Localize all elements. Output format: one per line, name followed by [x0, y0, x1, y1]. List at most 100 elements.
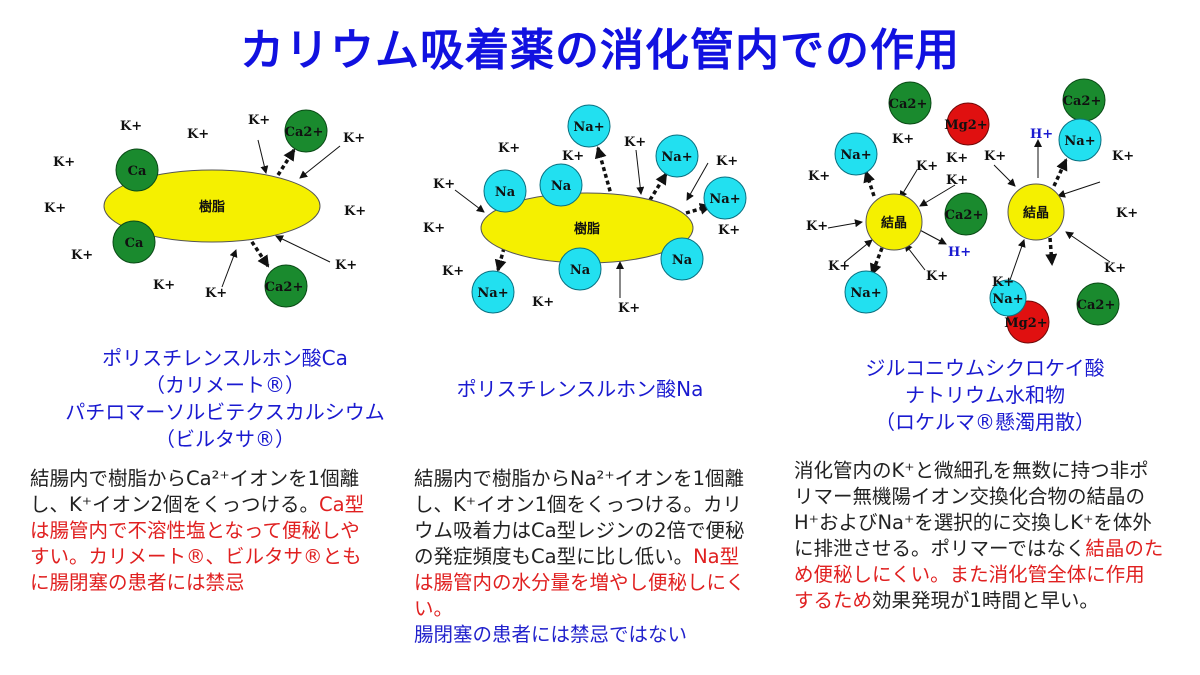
ion-label: K+ — [343, 131, 365, 146]
ion-label: K+ — [806, 219, 828, 234]
na-bound-circle — [660, 237, 704, 281]
ion-label: K+ — [926, 269, 948, 284]
crystal-label: 結晶 — [881, 215, 907, 231]
ca2-released-circle — [284, 109, 328, 153]
reaction-arrow — [246, 235, 270, 268]
ion-label: K+ — [532, 295, 554, 310]
ion-label: K+ — [1116, 206, 1138, 221]
na-bound-label: Na — [672, 253, 693, 268]
ion-label: K+ — [946, 151, 968, 166]
na-bound-circle — [558, 247, 602, 291]
na-released-label: Na+ — [573, 120, 604, 135]
reaction-arrow — [919, 184, 956, 207]
ion-label: K+ — [718, 223, 740, 238]
drug-name-ca: ポリスチレンスルホン酸Ca （カリメート®） パチロマーソルビテクスカルシウム … — [65, 346, 385, 451]
panel-ca-resin-diagram: 樹脂 Ca Ca Ca2+ Ca2+ K+ K+ K+ K+ K+ K+ K+ … — [44, 109, 366, 308]
reaction-arrow — [904, 243, 926, 271]
reaction-arrow — [686, 162, 709, 201]
ion-label: K+ — [248, 113, 270, 128]
reaction-arrow — [275, 235, 331, 263]
reaction-arrow — [1057, 181, 1101, 198]
ca2-released-circle — [264, 264, 308, 308]
resin-label: 樹脂 — [199, 199, 225, 215]
panel-crystal-diagram: 結晶 結晶 Ca2+ Ca2+ Ca2+ Ca2+ Mg2+ Mg2+ Na+ … — [806, 78, 1138, 344]
na-released-circle — [567, 104, 611, 148]
reaction-arrow — [257, 139, 269, 174]
ion-label: K+ — [71, 248, 93, 263]
reaction-arrow — [1045, 237, 1058, 266]
page-title: カリウム吸着薬の消化管内での作用 — [240, 25, 960, 76]
k-ion-labels: K+ K+ K+ K+ K+ K+ K+ K+ K+ K+ K+ K+ K+ — [806, 132, 1138, 290]
ion-label: K+ — [187, 127, 209, 142]
ion-label: K+ — [808, 169, 830, 184]
reaction-arrow — [648, 172, 668, 201]
reaction-arrow — [221, 249, 238, 288]
na-circle — [834, 132, 878, 176]
drug-name-na: ポリスチレンスルホン酸Na — [456, 377, 704, 401]
reaction-arrow — [276, 148, 296, 176]
ion-label: K+ — [984, 149, 1006, 164]
ion-label: Na+ — [850, 286, 881, 301]
ion-label: Ca2+ — [945, 208, 984, 223]
ion-label: Ca2+ — [1077, 298, 1116, 313]
mg2-circle — [946, 102, 990, 146]
reaction-arrow — [844, 239, 873, 263]
ion-label: K+ — [433, 177, 455, 192]
na-released-label: Na+ — [477, 286, 508, 301]
reaction-arrow — [1009, 239, 1026, 281]
ca2-released-label: Ca2+ — [285, 125, 324, 140]
drug-name-zs: ジルコニウムシクロケイ酸 ナトリウム水和物 （ロケルマ®懸濁用散） — [865, 356, 1105, 434]
reaction-arrow — [827, 219, 863, 229]
na-bound-label: Na — [551, 179, 572, 194]
description-ca: 結腸内で樹脂からCa²⁺イオンを1個離し、K⁺イオン2個をくっつける。Ca型は腸… — [30, 467, 365, 594]
ion-label: K+ — [335, 258, 357, 273]
ion-label: K+ — [53, 155, 75, 170]
ion-label: K+ — [205, 286, 227, 301]
ion-label: K+ — [344, 204, 366, 219]
ion-label: Na+ — [1064, 134, 1095, 149]
ion-label: Ca2+ — [889, 97, 928, 112]
ion-label: Mg2+ — [1004, 316, 1047, 331]
na-released-circle — [471, 270, 515, 314]
na-circle — [844, 270, 888, 314]
na-bound-label: Na — [570, 263, 591, 278]
ion-label: K+ — [1104, 261, 1126, 276]
ion-label: K+ — [423, 221, 445, 236]
na-bound-circle — [539, 163, 583, 207]
reaction-arrow — [899, 169, 918, 199]
ion-label: K+ — [992, 275, 1014, 290]
na-bound-circle — [483, 169, 527, 213]
ion-label: K+ — [618, 301, 640, 316]
description-zs: 消化管内のK⁺と微細孔を無数に持つ非ポリマー無機陽イオン交換化合物の結晶のH⁺お… — [794, 459, 1164, 612]
ca-bound-label: Ca — [128, 164, 147, 179]
ion-label: K+ — [716, 154, 738, 169]
ion-label: K+ — [624, 135, 646, 150]
ca-bound-label: Ca — [125, 236, 144, 251]
ion-label: K+ — [44, 201, 66, 216]
h-ion-label: H+ — [948, 245, 971, 260]
reaction-arrow — [454, 189, 485, 213]
ion-label: K+ — [442, 264, 464, 279]
description-na: 結腸内で樹脂からNa²⁺イオンを1個離し、K⁺イオン1個をくっつける。カリウム吸… — [414, 467, 746, 646]
na-released-label: Na+ — [661, 150, 692, 165]
na-bound-label: Na — [495, 185, 516, 200]
na-released-label: Na+ — [709, 192, 740, 207]
na-released-circle — [703, 176, 747, 220]
na-circle — [1058, 118, 1102, 162]
resin-ellipse — [103, 169, 321, 243]
panel-na-resin-diagram: 樹脂 Na Na Na Na Na+ Na+ Na+ Na+ K+ K+ K+ … — [423, 104, 747, 316]
reaction-arrow — [494, 247, 507, 272]
na-circle — [989, 279, 1027, 317]
k-ion-labels: K+ K+ K+ K+ K+ K+ K+ K+ K+ K+ K+ — [44, 113, 366, 301]
ca2-circle — [1076, 282, 1120, 326]
reaction-arrow — [594, 146, 614, 199]
ion-label: Na+ — [840, 148, 871, 163]
ca2-circle — [888, 81, 932, 125]
ca-bound-circle — [112, 220, 156, 264]
ion-label: Na+ — [992, 292, 1023, 307]
crystal-label: 結晶 — [1023, 205, 1049, 221]
ion-label: K+ — [120, 119, 142, 134]
ion-label: K+ — [828, 259, 850, 274]
reaction-arrow — [869, 247, 884, 276]
